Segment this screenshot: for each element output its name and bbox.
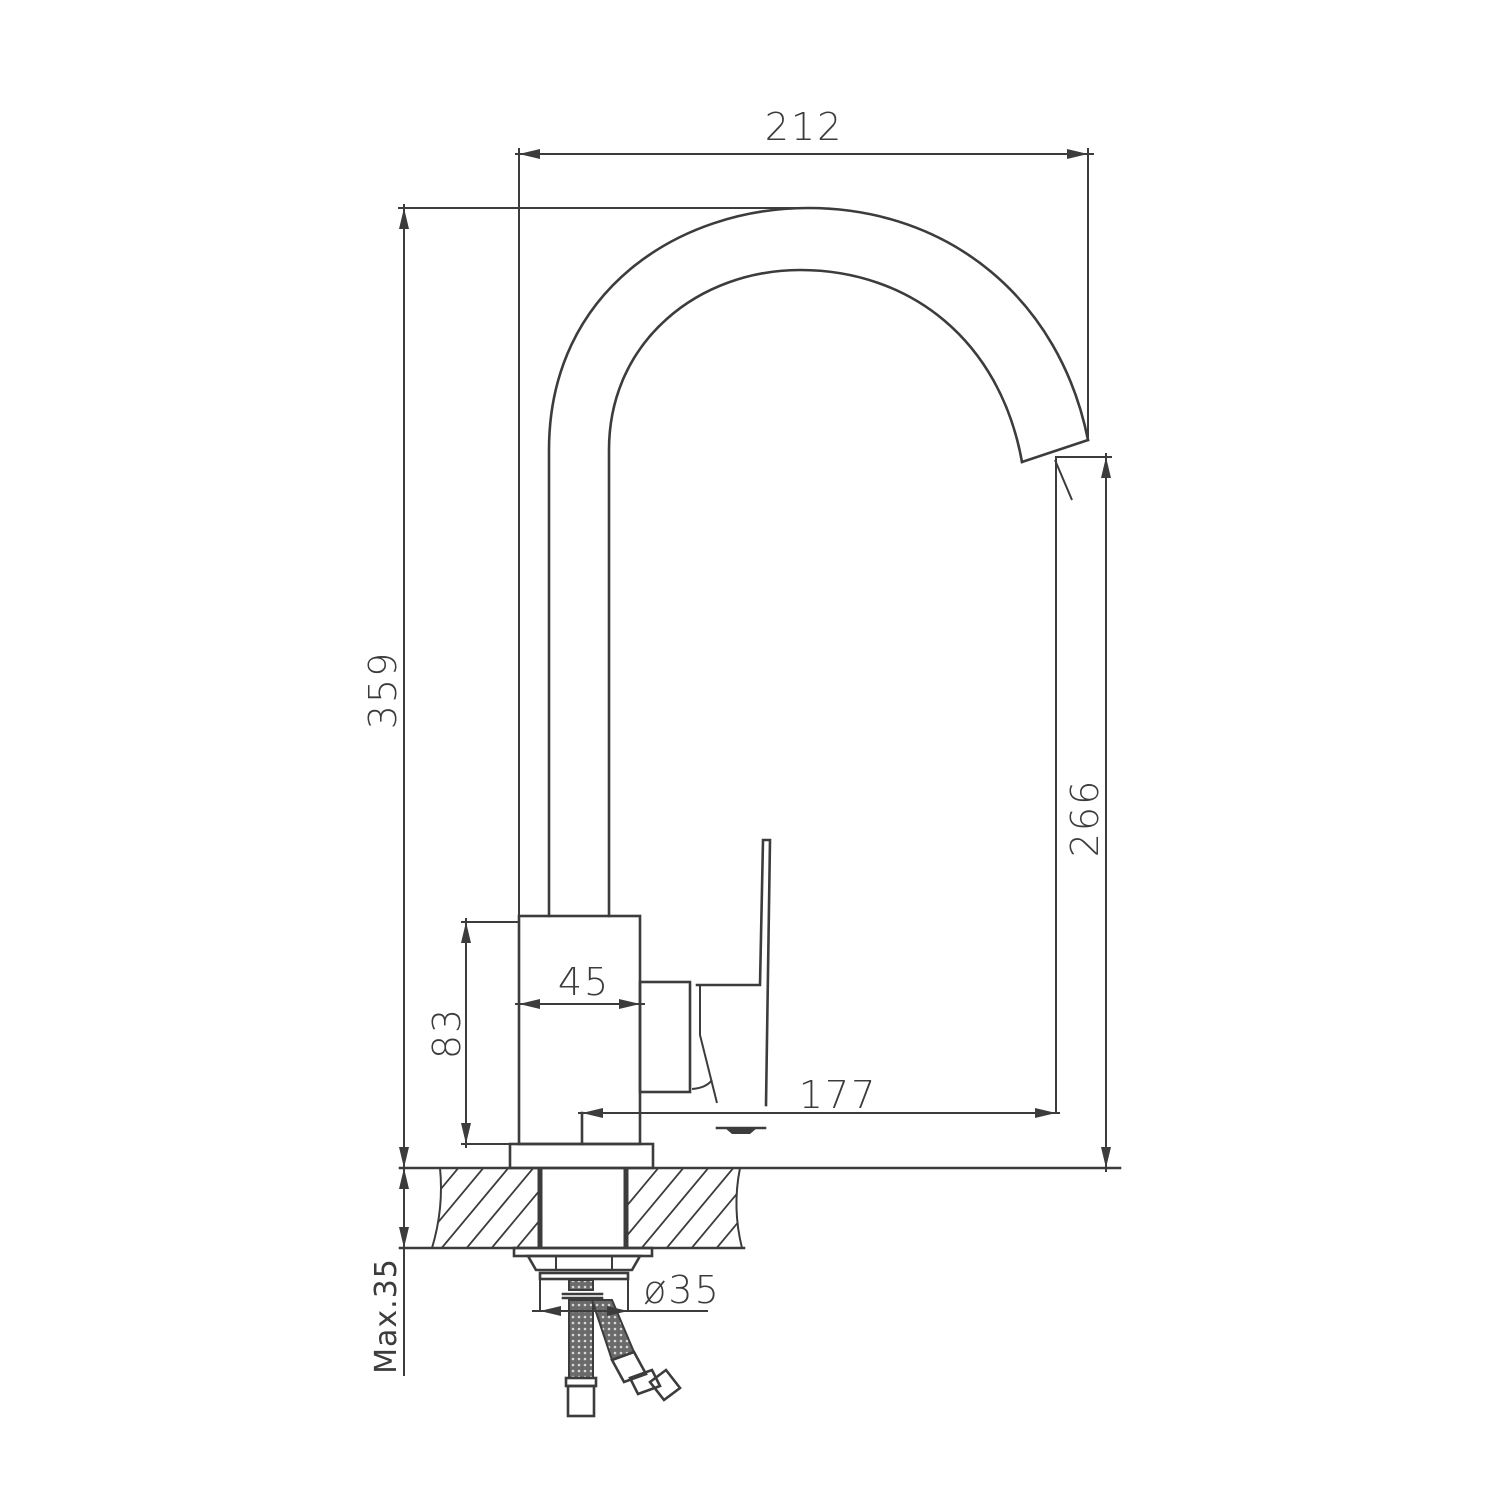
dimension-label-212: 212 — [765, 105, 844, 149]
dimension-label-max35: Max.35 — [369, 1258, 404, 1374]
dimension-label-83: 83 — [425, 1007, 469, 1059]
dimension-overall-height: 359 — [361, 204, 808, 1172]
mounting-hardware — [512, 1246, 654, 1312]
spout — [547, 206, 1090, 918]
faucet-body — [508, 914, 655, 1170]
lever-handle — [638, 838, 772, 1134]
dimension-spout-reach: 177 — [578, 1073, 1060, 1118]
supply-hoses — [564, 1299, 682, 1418]
dimension-mount-hole-diameter: ø35 — [532, 1268, 721, 1316]
spout-aerator-line — [1054, 459, 1073, 501]
dimension-label-359: 359 — [361, 651, 405, 730]
dimension-label-45: 45 — [558, 960, 610, 1004]
dimension-label-266: 266 — [1063, 779, 1107, 858]
dimension-spout-height: 266 — [1055, 453, 1112, 1172]
dimension-overall-width: 212 — [515, 105, 1094, 916]
dimension-max-deck-thickness: Max.35 — [369, 1168, 409, 1376]
countertop-section — [398, 1166, 1122, 1250]
dimension-body-height: 83 — [425, 918, 519, 1148]
dimension-label-177: 177 — [799, 1073, 878, 1117]
dimension-body-width: 45 — [515, 960, 645, 1009]
dimension-label-dia35: ø35 — [643, 1268, 721, 1312]
